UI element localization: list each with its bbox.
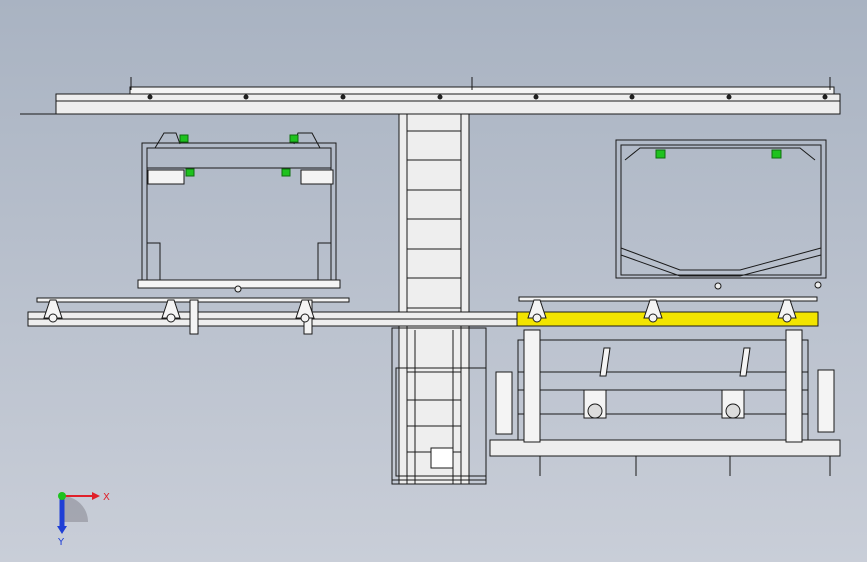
triad-shadow bbox=[62, 496, 88, 522]
rail-trolleys bbox=[43, 299, 797, 323]
lower-machine-frame bbox=[489, 329, 841, 476]
track-rail bbox=[27, 296, 819, 335]
axis-triad: X Y bbox=[57, 492, 110, 548]
beam-fasteners bbox=[147, 94, 828, 100]
ladder-column bbox=[398, 113, 470, 485]
left-gripper-frame bbox=[137, 132, 341, 293]
base-frame bbox=[391, 327, 487, 485]
assembly-drawing[interactable] bbox=[20, 77, 841, 485]
y-axis-label: Y bbox=[57, 537, 65, 548]
top-beam bbox=[20, 77, 841, 115]
x-axis-label: X bbox=[103, 492, 110, 503]
triad-origin bbox=[58, 492, 66, 500]
actuator-assemblies bbox=[583, 347, 751, 419]
right-gripper-frame bbox=[615, 139, 827, 290]
gripper-pads bbox=[179, 134, 782, 177]
